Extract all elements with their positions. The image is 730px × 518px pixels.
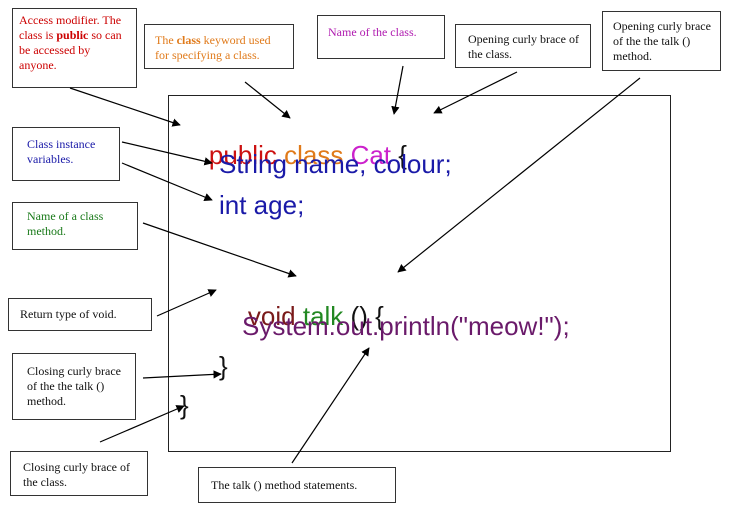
code-line-method-statement: System.out.println("meow!");	[242, 311, 570, 341]
code-return-type: void	[247, 301, 296, 331]
arrow-access-modifier	[69, 87, 181, 127]
note-class-name: Name of the class.	[317, 15, 445, 59]
note-return-type: Return type of void.	[8, 298, 152, 331]
code-close-brace-method: }	[219, 351, 228, 381]
note-close-brace-method: Closing curly brace of the the talk () m…	[12, 353, 136, 420]
code-line-instance-vars-1: String name, colour;	[219, 149, 452, 179]
code-class-name: Cat	[350, 140, 392, 170]
code-close-brace-class: }	[180, 390, 189, 420]
code-method-name: talk	[302, 301, 344, 331]
note-open-brace-class: Opening curly brace of the class.	[455, 24, 591, 68]
code-line-method-declaration: void talk () {	[219, 271, 384, 361]
note-method-name: Name of a class method.	[12, 202, 138, 250]
code-line-instance-vars-2: int age;	[219, 190, 305, 220]
note-method-statements: The talk () method statements.	[198, 467, 396, 503]
note-access-bold: public	[56, 28, 89, 42]
note-keyword-text-1: The	[155, 33, 177, 47]
note-access-text-1: Access modifier. The class is	[19, 13, 122, 42]
note-keyword-text-2: keyword used for specifying a class.	[155, 33, 271, 62]
note-access-modifier: Access modifier. The class is public so …	[12, 8, 137, 88]
note-access-text-2: so can be accessed by anyone.	[19, 28, 122, 72]
note-open-brace-method: Opening curly brace of the the talk () m…	[602, 11, 721, 71]
code-access-modifier: public	[208, 140, 277, 170]
note-close-brace-class: Closing curly brace of the class.	[10, 451, 148, 496]
code-method-parens-brace: () {	[350, 301, 384, 331]
note-class-keyword: The class keyword used for specifying a …	[144, 24, 294, 69]
code-class-keyword: class	[284, 140, 344, 170]
note-keyword-bold: class	[176, 33, 201, 47]
note-instance-variables: Class instance variables.	[12, 127, 120, 181]
